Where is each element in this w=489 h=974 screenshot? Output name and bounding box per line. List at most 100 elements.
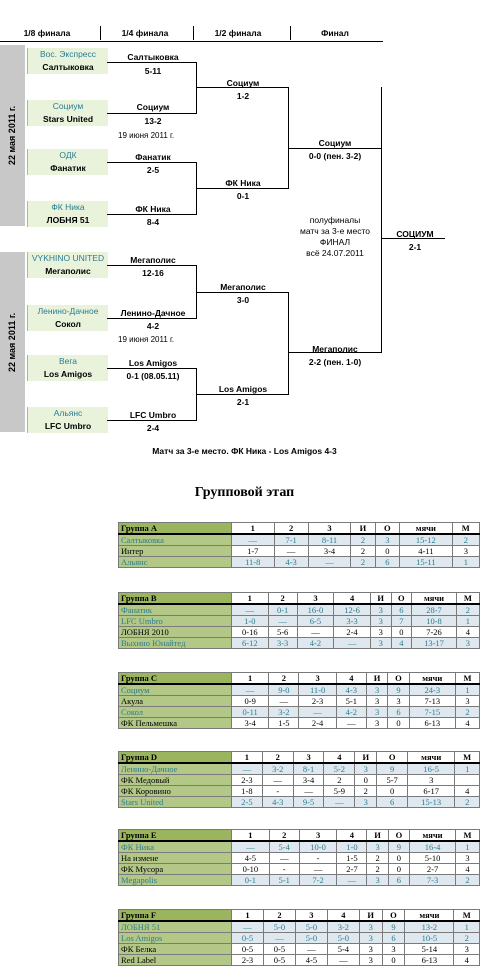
table-cell: 2-3: [231, 774, 263, 786]
r16-winner-4: ФК Ника: [135, 204, 171, 214]
sf-score-1: 0-0 (пен. 3-2): [308, 151, 362, 161]
table-cell: —: [326, 954, 360, 966]
team-name: ФК Ника: [118, 840, 232, 853]
r16-match-7: Вега Los Amigos: [27, 355, 108, 381]
date-label-bottom: 22 мая 2011 г.: [7, 312, 17, 372]
group-name: Группа F: [118, 909, 232, 922]
note-line: матч за 3-е место: [299, 226, 371, 236]
round-sf-label: 1/2 финала: [214, 28, 262, 38]
column-header: 4: [336, 829, 368, 842]
table-cell: —: [261, 774, 294, 786]
column-header: 1: [231, 829, 270, 842]
table-cell: 6: [387, 706, 410, 718]
table-cell: 6: [387, 874, 411, 886]
table-cell: 4: [455, 863, 480, 875]
group-stage-title: Групповой этап: [194, 485, 295, 500]
table-cell: 6-13: [408, 717, 456, 729]
table-cell: 16-5: [407, 762, 456, 775]
table-cell: 7-2: [298, 874, 338, 886]
table-cell: 15-11: [399, 556, 453, 568]
round-r16-label: 1/8 финала: [23, 28, 71, 38]
qf-score-4: 2-1: [236, 397, 250, 407]
table-cell: 6: [374, 556, 401, 568]
team-name: ЛОБНЯ 2010: [118, 626, 232, 638]
r16-winner-1: Салтыковка: [127, 52, 179, 62]
table-cell: 2: [354, 785, 378, 797]
table-cell: 1: [454, 762, 480, 775]
qf-score-2: 0-1: [236, 191, 250, 201]
table-cell: 3: [453, 943, 480, 955]
table-cell: 9: [387, 683, 410, 696]
date-band-top: [0, 45, 25, 226]
column-header: 3: [298, 829, 338, 842]
sf-winner-2: Мегаполис: [312, 344, 358, 354]
team-name: Салтыковка: [118, 533, 232, 546]
column-header: И: [350, 522, 376, 535]
team-name: Ленино-Дачное: [118, 762, 232, 775]
table-cell: 7-3: [409, 874, 457, 886]
table-cell: 5-1: [268, 874, 300, 886]
round-qf-label: 1/4 финала: [121, 28, 169, 38]
table-cell: 5-9: [323, 785, 356, 797]
table-cell: 7-1: [273, 533, 309, 546]
table-cell: 4-5: [294, 954, 328, 966]
table-cell: 3: [358, 954, 383, 966]
column-header: 4: [326, 909, 360, 922]
table-cell: 0-10: [231, 863, 270, 875]
team-name: Интер: [118, 545, 232, 557]
team-name: Stars United: [42, 114, 94, 124]
table-cell: 3: [381, 943, 406, 955]
team-name: ЛОБНЯ 51: [46, 215, 90, 225]
column-header: 2: [273, 522, 309, 535]
table-cell: 5-4: [268, 840, 300, 853]
table-cell: 4-5: [231, 852, 270, 864]
column-header: мячи: [407, 751, 456, 764]
table-cell: 1: [451, 556, 481, 568]
table-cell: 16-4: [409, 840, 457, 853]
r16-winner-5: Мегаполис: [130, 255, 176, 265]
r16-winner-8: LFC Umbro: [129, 410, 177, 420]
table-cell: 5-0: [262, 920, 296, 933]
r16-winner-7: Los Amigos: [128, 358, 178, 368]
team-name: Red Label: [118, 954, 232, 966]
team-name: Вос. Экспресс: [39, 49, 97, 59]
table-cell: 4-11: [399, 545, 453, 557]
table-cell: 3: [365, 695, 389, 707]
column-header: 4: [323, 751, 356, 764]
table-cell: 4-3: [261, 796, 294, 808]
team-name: ОДК: [59, 150, 77, 160]
team-name: Фанатик: [50, 163, 86, 173]
r16-match-3: ОДК Фанатик: [27, 149, 108, 175]
team-name: Los Amigos: [43, 369, 93, 379]
team-name: Фанатик: [118, 603, 232, 616]
table-cell: 5-0: [294, 932, 328, 944]
table-cell: 4: [454, 717, 481, 729]
table-cell: 2: [350, 556, 376, 568]
group-name: Группа D: [118, 751, 232, 764]
table-cell: 5-0: [294, 920, 328, 933]
table-cell: —: [268, 695, 300, 707]
column-header: 1: [231, 592, 269, 605]
table-cell: 4: [453, 954, 480, 966]
table-cell: 3: [454, 695, 481, 707]
team-name: Салтыковка: [42, 62, 94, 72]
team-name: Los Amigos: [118, 932, 232, 944]
team-name: Ленино-Дачное: [37, 306, 99, 316]
table-cell: 0: [387, 852, 411, 864]
group-name: Группа C: [118, 672, 232, 685]
table-cell: 7-15: [408, 706, 456, 718]
table-cell: 2-4: [298, 717, 337, 729]
table-cell: —: [230, 683, 270, 696]
table-cell: 3-2: [326, 920, 360, 933]
table-cell: 2: [451, 533, 481, 546]
column-header: М: [454, 672, 481, 685]
table-cell: 6: [376, 796, 409, 808]
r16-match-1: Вос. Экспресс Салтыковка: [27, 48, 108, 74]
